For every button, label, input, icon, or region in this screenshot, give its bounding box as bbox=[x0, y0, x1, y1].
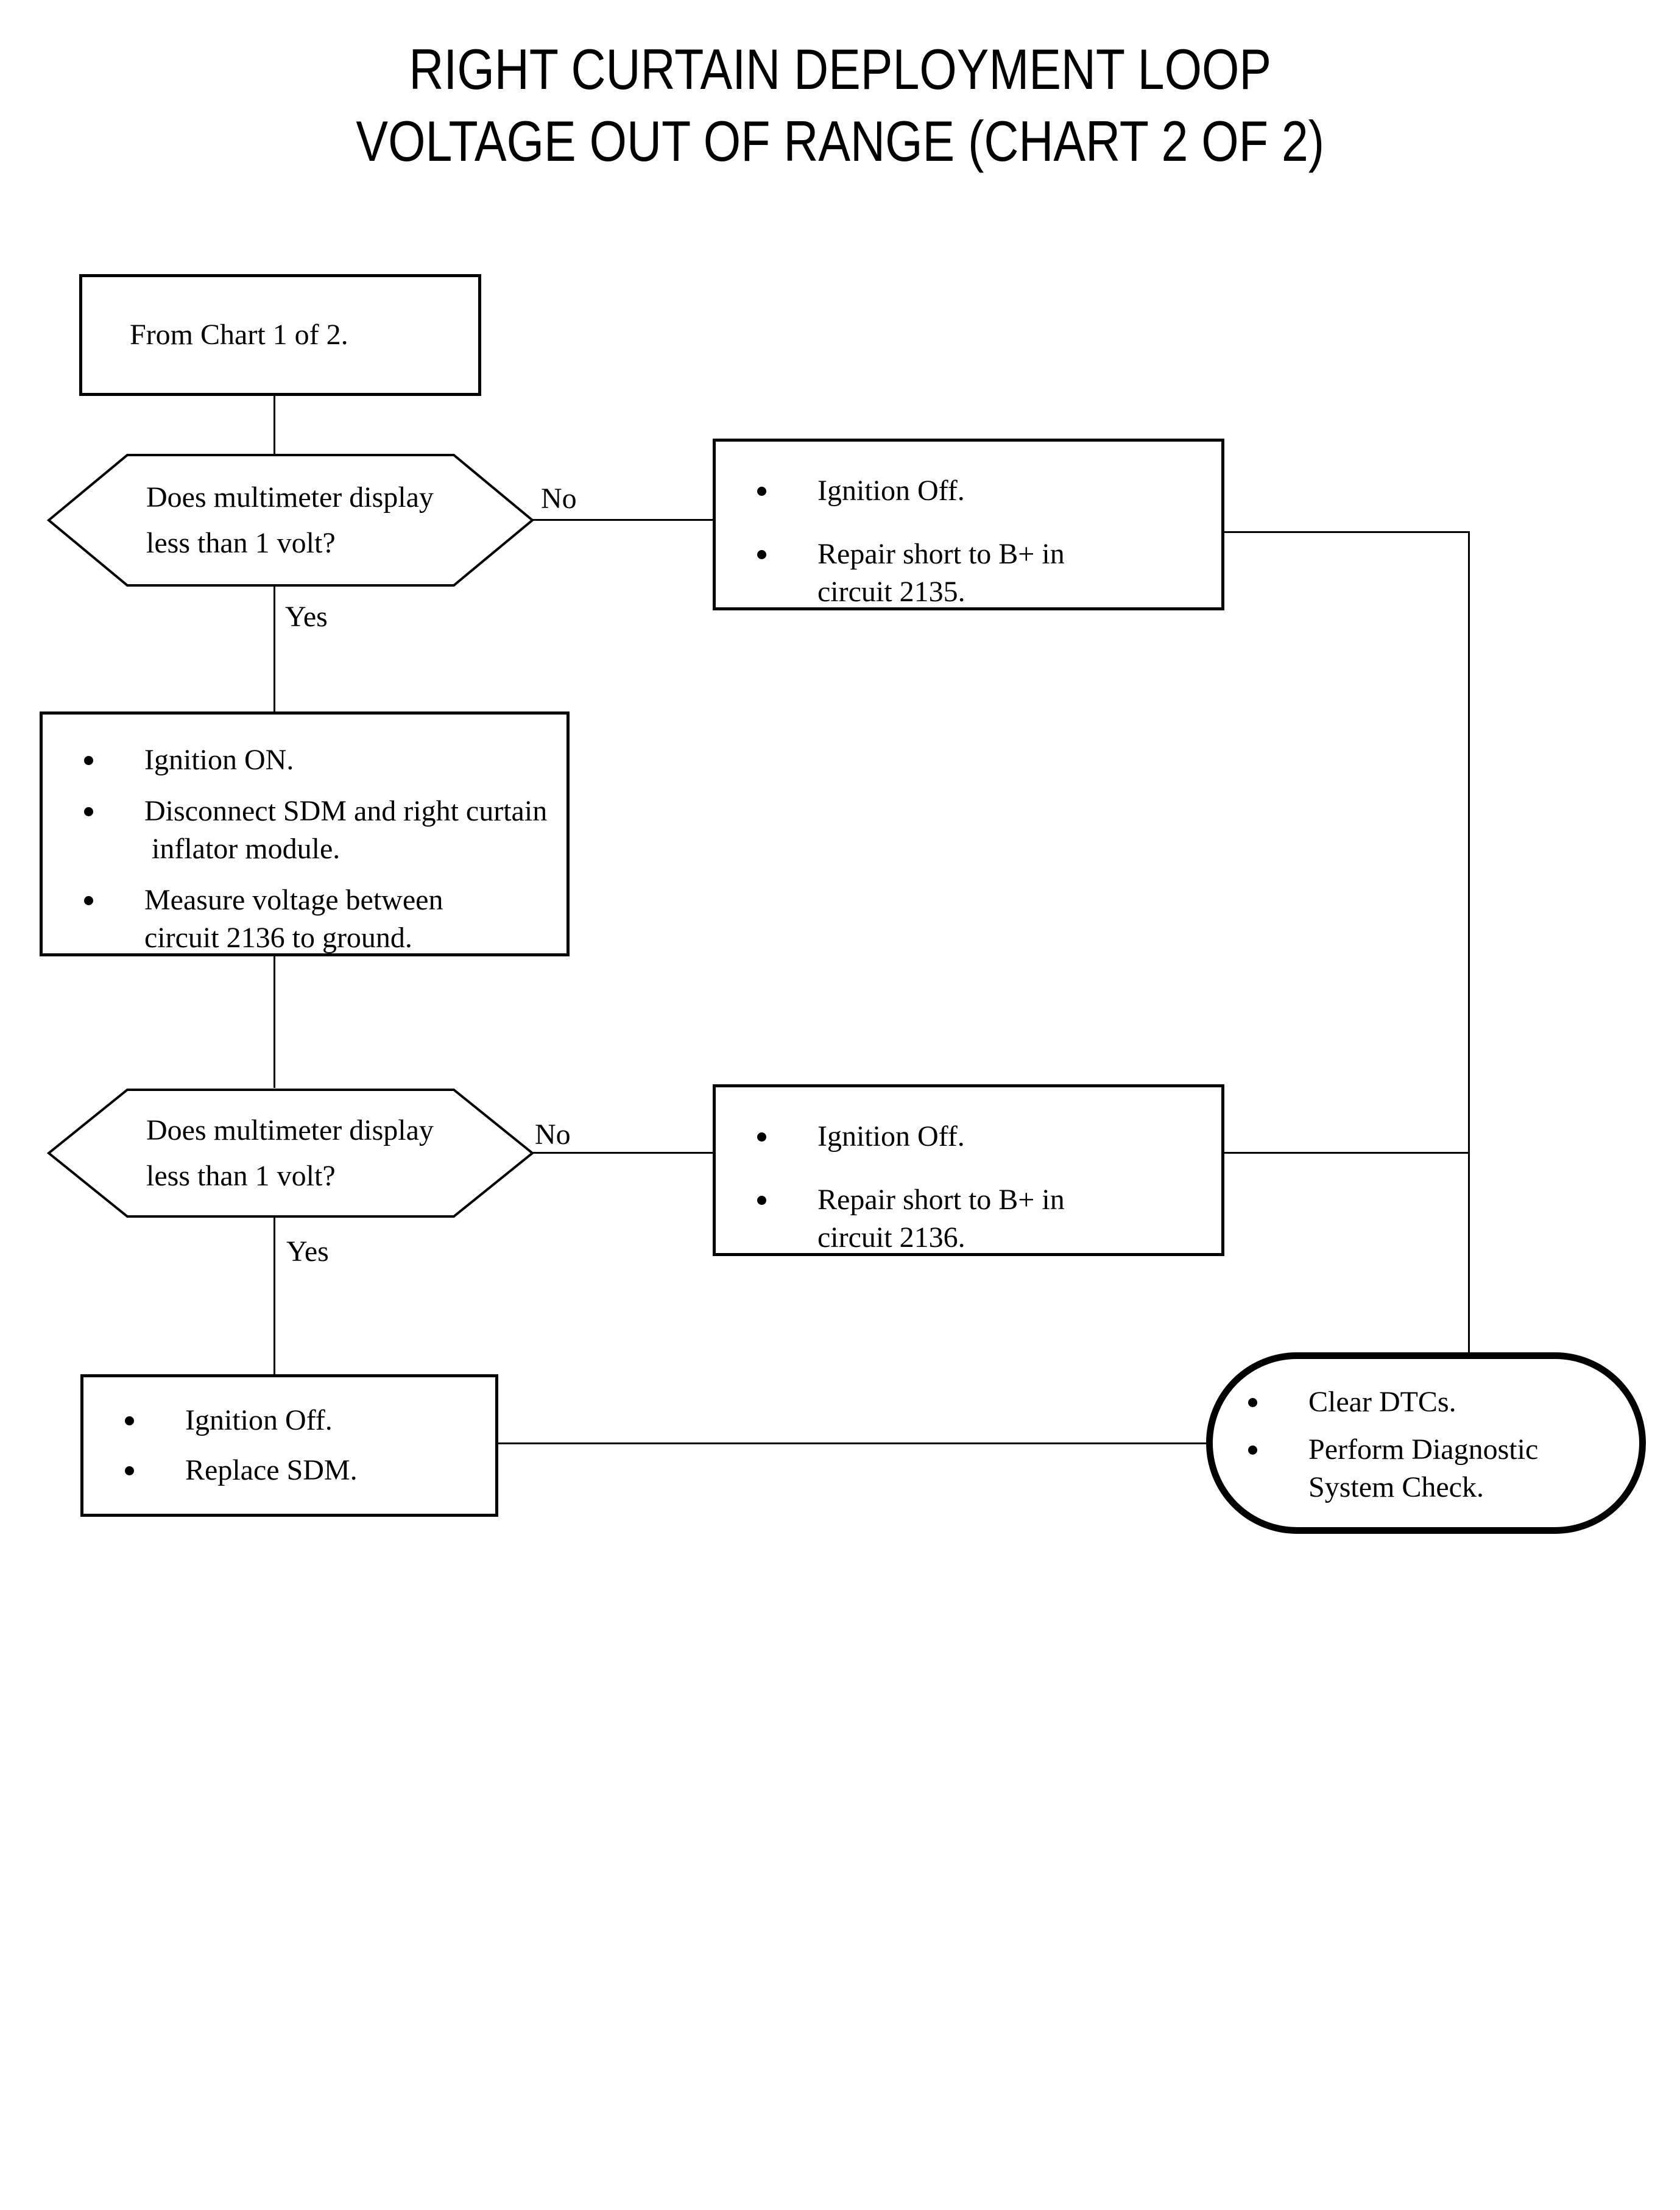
node-terminal-clear-dtcs: Clear DTCs. Perform Diagnostic System Ch… bbox=[1206, 1352, 1646, 1534]
bullet-icon bbox=[757, 550, 766, 559]
instructions-item-1: Ignition ON. bbox=[144, 744, 294, 776]
list-item: Ignition Off. bbox=[121, 1402, 477, 1439]
node-repair-2135: Ignition Off. Repair short to B+ in circ… bbox=[713, 439, 1224, 610]
edge-label-no-2: No bbox=[535, 1118, 571, 1151]
list-item: Measure voltage between circuit 2136 to … bbox=[80, 881, 548, 957]
repair-2136-item-1: Ignition Off. bbox=[817, 1120, 965, 1153]
title-line-2: VOLTAGE OUT OF RANGE (CHART 2 OF 2) bbox=[356, 109, 1324, 173]
list-item: Clear DTCs. bbox=[1244, 1383, 1621, 1421]
edge-label-yes-1: Yes bbox=[285, 601, 328, 633]
instructions-item-2-line-2: inflator module. bbox=[144, 833, 341, 865]
instructions-item-3-line-1: Measure voltage between bbox=[144, 884, 443, 916]
terminal-item-2-line-1: Perform Diagnostic bbox=[1308, 1433, 1539, 1466]
node-replace-sdm: Ignition Off. Replace SDM. bbox=[80, 1374, 498, 1517]
instructions-item-2-line-1: Disconnect SDM and right curtain bbox=[144, 795, 548, 827]
edge-repair2136-to-terminal-rail bbox=[1223, 1152, 1470, 1154]
bullet-icon bbox=[757, 1196, 766, 1205]
node-decision-1: Does multimeter display less than 1 volt… bbox=[47, 453, 534, 587]
edge-decision1-no bbox=[533, 519, 714, 521]
instructions-item-3-line-2: circuit 2136 to ground. bbox=[144, 922, 412, 954]
replace-sdm-item-2: Replace SDM. bbox=[185, 1454, 358, 1486]
decision-1-line-2: less than 1 volt? bbox=[146, 527, 336, 559]
edge-replacesdm-to-terminal bbox=[497, 1442, 1207, 1444]
repair-2135-item-2-line-1: Repair short to B+ in bbox=[817, 538, 1065, 570]
bullet-icon bbox=[125, 1416, 134, 1425]
list-item: Ignition Off. bbox=[754, 1118, 1203, 1156]
repair-2136-item-2-line-2: circuit 2136. bbox=[817, 1221, 965, 1254]
edge-label-yes-2: Yes bbox=[286, 1235, 329, 1268]
edge-terminal-rail-vertical bbox=[1468, 531, 1470, 1354]
repair-2136-item-2-line-1: Repair short to B+ in bbox=[817, 1184, 1065, 1216]
repair-2135-item-1: Ignition Off. bbox=[817, 475, 965, 507]
page-title: RIGHT CURTAIN DEPLOYMENT LOOP VOLTAGE OU… bbox=[0, 34, 1680, 177]
hexagon-shape bbox=[47, 1089, 534, 1218]
edge-decision1-yes bbox=[274, 586, 275, 713]
bullet-icon bbox=[84, 756, 93, 765]
terminal-item-2-line-2: System Check. bbox=[1308, 1471, 1484, 1503]
edge-fromchart-to-decision1 bbox=[274, 395, 275, 454]
node-decision-2: Does multimeter display less than 1 volt… bbox=[47, 1088, 534, 1218]
repair-2135-item-2-line-2: circuit 2135. bbox=[817, 576, 965, 608]
bullet-icon bbox=[757, 487, 766, 496]
node-instructions: Ignition ON. Disconnect SDM and right cu… bbox=[40, 711, 570, 956]
decision-1-line-1: Does multimeter display bbox=[146, 481, 434, 514]
bullet-icon bbox=[84, 896, 93, 905]
bullet-icon bbox=[1248, 1446, 1257, 1455]
terminal-item-1: Clear DTCs. bbox=[1308, 1386, 1456, 1418]
list-item: Ignition Off. bbox=[754, 472, 1203, 510]
bullet-icon bbox=[84, 807, 93, 816]
list-item: Perform Diagnostic System Check. bbox=[1244, 1431, 1621, 1506]
edge-repair2135-to-terminal-rail bbox=[1223, 531, 1470, 533]
decision-2-line-1: Does multimeter display bbox=[146, 1114, 434, 1146]
decision-2-line-2: less than 1 volt? bbox=[146, 1160, 336, 1192]
list-item: Repair short to B+ in circuit 2135. bbox=[754, 535, 1203, 611]
bullet-icon bbox=[1248, 1398, 1257, 1407]
node-repair-2136: Ignition Off. Repair short to B+ in circ… bbox=[713, 1084, 1224, 1256]
hexagon-shape bbox=[47, 454, 534, 587]
node-from-chart: From Chart 1 of 2. bbox=[79, 274, 481, 396]
edge-decision2-yes bbox=[274, 1217, 275, 1374]
bullet-icon bbox=[757, 1132, 766, 1142]
list-item: Ignition ON. bbox=[80, 741, 548, 779]
title-line-1: RIGHT CURTAIN DEPLOYMENT LOOP bbox=[409, 37, 1271, 101]
edge-decision2-no bbox=[533, 1152, 714, 1154]
edge-instructions-to-decision2 bbox=[274, 956, 275, 1088]
node-from-chart-text: From Chart 1 of 2. bbox=[130, 319, 348, 351]
edge-label-no-1: No bbox=[541, 482, 577, 515]
list-item: Replace SDM. bbox=[121, 1452, 477, 1489]
list-item: Repair short to B+ in circuit 2136. bbox=[754, 1181, 1203, 1257]
bullet-icon bbox=[125, 1466, 134, 1475]
replace-sdm-item-1: Ignition Off. bbox=[185, 1404, 333, 1436]
list-item: Disconnect SDM and right curtain inflato… bbox=[80, 793, 548, 868]
